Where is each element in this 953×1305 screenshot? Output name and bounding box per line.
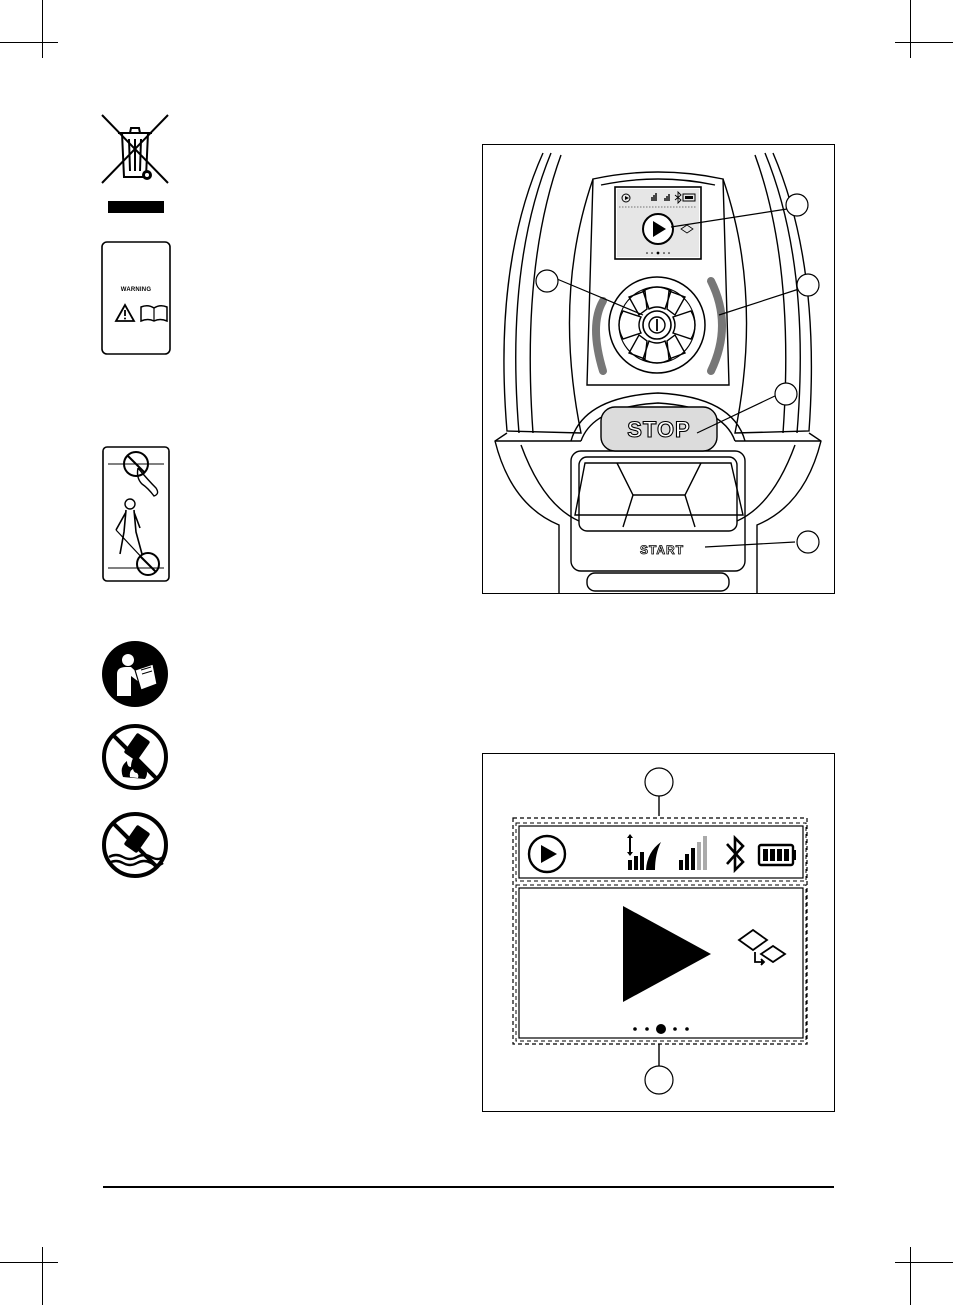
crop-mark (910, 0, 911, 58)
pager-dot (645, 1027, 649, 1031)
crop-mark (895, 1262, 953, 1263)
callout-circle (645, 768, 673, 796)
crop-mark (910, 1247, 911, 1305)
battery-cell (763, 849, 768, 861)
pager-dot-active (656, 1024, 666, 1034)
callout-circle (645, 1066, 673, 1094)
callout-circle (797, 531, 819, 553)
pager-dot (673, 1027, 677, 1031)
weee-crossed-bin-icon (100, 113, 170, 215)
battery-cell (770, 849, 775, 861)
pager-dot (685, 1027, 689, 1031)
footer-rule (103, 1186, 834, 1188)
keep-hands-feet-away-label (102, 446, 170, 582)
display-detail-figure (482, 753, 835, 1112)
warning-label-text: WARNING (101, 287, 171, 293)
crop-mark (0, 42, 58, 43)
crop-mark (42, 1247, 43, 1305)
no-water-battery-icon (101, 811, 169, 879)
warning-read-manual-label: WARNING (101, 241, 171, 355)
read-manual-icon (101, 640, 169, 708)
battery-cell (784, 849, 789, 861)
no-fire-battery-icon (101, 723, 169, 791)
callout-circle (775, 383, 797, 405)
battery-cell (777, 849, 782, 861)
callout-circle (786, 194, 808, 216)
callout-circle (536, 270, 558, 292)
crop-mark (0, 1262, 58, 1263)
pager-dot (633, 1027, 637, 1031)
callout-circle (797, 274, 819, 296)
mower-top-view-figure: STOP START (482, 144, 835, 594)
crop-mark (895, 42, 953, 43)
stop-button-label: STOP (627, 417, 691, 442)
crop-mark (42, 0, 43, 58)
start-button-label: START (640, 543, 684, 557)
